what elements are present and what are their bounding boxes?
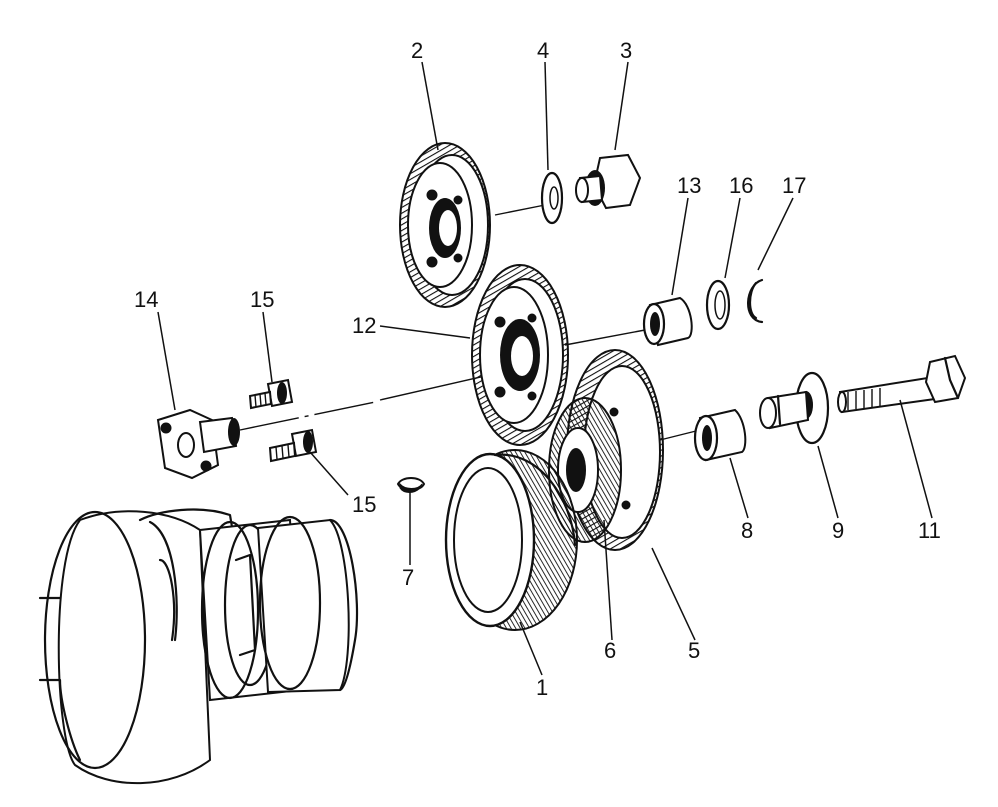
bolt-15-upper [248,378,294,410]
callout-1: 1 [536,675,548,700]
shaft-9 [759,371,830,445]
gear-1 [444,449,578,631]
callout-4: 4 [537,38,549,63]
gear-12 [471,264,569,446]
callout-13: 13 [677,173,701,198]
pin-14 [156,408,240,480]
callout-5: 5 [688,638,700,663]
circlip-17 [747,278,764,324]
callout-17: 17 [782,173,806,198]
leader-lines [157,61,933,676]
crankshaft [38,508,359,785]
callout-8: 8 [741,518,753,543]
callout-9: 9 [832,518,844,543]
callout-11: 11 [918,518,941,543]
callout-15-upper: 15 [250,287,274,312]
gear-2 [399,142,491,308]
key-7 [396,477,426,493]
callout-3: 3 [620,38,632,63]
ring-16 [705,279,731,331]
callout-16: 16 [729,173,753,198]
callout-labels: 2 4 3 13 16 17 12 14 15 15 7 8 9 11 5 6 … [134,38,941,700]
callout-6: 6 [604,638,616,663]
bushing-8 [693,408,747,462]
bolt-15-lower [268,428,318,463]
callout-15-lower: 15 [352,492,376,517]
callout-14: 14 [134,287,158,312]
bolt-3 [575,153,642,210]
callout-2: 2 [411,38,423,63]
washer-4 [540,171,564,225]
bushing-13 [642,296,693,347]
callout-12: 12 [352,313,376,338]
bolt-11 [837,354,967,414]
callout-7: 7 [402,565,414,590]
